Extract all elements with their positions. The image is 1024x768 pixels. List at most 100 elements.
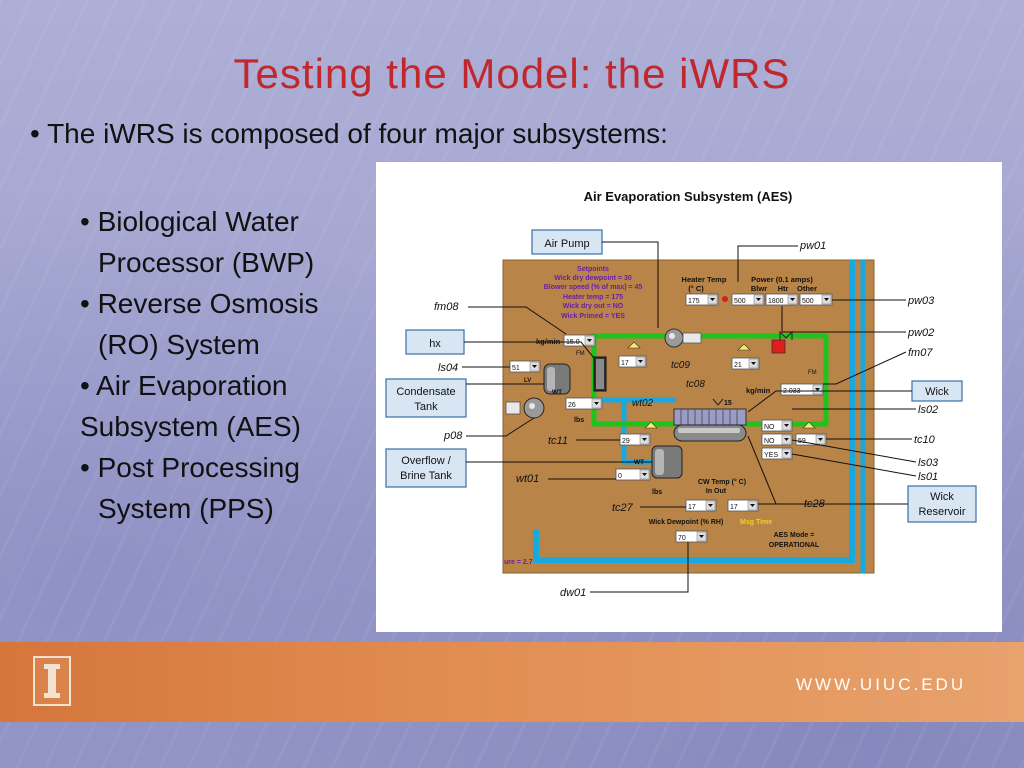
tc28-value: 17 (730, 504, 738, 511)
svg-text:Brine Tank: Brine Tank (400, 470, 452, 482)
ls01-tag: ls01 (918, 471, 938, 483)
subsystem-pps-line1: • Post Processing (80, 452, 300, 483)
dw01-field[interactable]: 70 (675, 530, 708, 543)
footer-band (0, 642, 1024, 722)
power-htr-field[interactable]: 1800 (765, 293, 799, 306)
temp-sensor-icon (627, 341, 641, 349)
pw03-tag: pw03 (907, 295, 935, 307)
wt02-value: 26 (568, 402, 576, 409)
wt-tag: WT (552, 389, 562, 396)
power-col-other: Other (797, 284, 817, 293)
heater-temp-unit: (° C) (688, 284, 704, 293)
power-blwr-field[interactable]: 500 (731, 293, 765, 306)
subsystem-bwp-line2: Processor (BWP) (98, 247, 315, 278)
ls03-field[interactable]: NO (761, 433, 793, 446)
ls04-field[interactable]: 51 (509, 360, 541, 373)
aes-diagram: Air Evaporation Subsystem (AES) Setpoint… (376, 162, 1002, 632)
power-label: Power (0.1 amps) (751, 275, 813, 284)
pw01-tag: pw01 (799, 240, 826, 252)
power-other-field[interactable]: 500 (799, 293, 833, 306)
lv-tag: LV (524, 378, 531, 384)
cw-temp-label: CW Temp (° C) (698, 478, 746, 486)
air-pump-callout: Air Pump (531, 229, 603, 255)
tc11-value: 29 (622, 438, 630, 445)
fm07-tag: fm07 (908, 347, 933, 359)
tc27-field[interactable]: 17 (685, 499, 717, 512)
setpoints-heading: Setpoints (577, 266, 609, 273)
ls02-field[interactable]: NO (761, 419, 793, 432)
diagram-title: Air Evaporation Subsystem (AES) (584, 189, 793, 204)
ls02-tag: ls02 (918, 404, 938, 416)
heater-temp-field[interactable]: 175 (685, 293, 719, 306)
svg-text:Condensate: Condensate (396, 386, 455, 398)
wt01-field[interactable]: 0 (615, 468, 651, 481)
tc11-field[interactable]: 29 (619, 433, 651, 446)
ls01-value: YES (764, 452, 778, 459)
subsystem-ro-line1: • Reverse Osmosis (80, 288, 319, 319)
fm07-field[interactable]: 2.033 (780, 383, 824, 396)
subsystem-bwp-line1: • Biological Water (80, 206, 299, 237)
svg-text:Air Pump: Air Pump (544, 238, 589, 250)
tc09-right-field[interactable]: 21 (731, 357, 760, 370)
wt02-field[interactable]: 26 (565, 397, 603, 410)
power-other-value: 500 (802, 298, 814, 305)
wick-reservoir-callout: Wick Reservoir (907, 485, 977, 523)
tc09-left-field[interactable]: 17 (618, 355, 647, 368)
dw01-tag: dw01 (560, 587, 586, 599)
fm08-tag: fm08 (434, 301, 459, 313)
wt02-unit: lbs (574, 417, 584, 424)
heater-status-indicator (722, 296, 728, 302)
wick-callout: Wick (911, 380, 963, 402)
tc27-tag: tc27 (612, 502, 634, 514)
condensate-tank-callout: Condensate Tank (385, 378, 467, 418)
power-blwr-value: 500 (734, 298, 746, 305)
subsystem-aes-line2: Subsystem (AES) (80, 411, 301, 442)
tc27-value: 17 (688, 504, 696, 511)
power-col-blwr: Blwr (751, 284, 767, 293)
svg-text:Overflow /: Overflow / (401, 455, 451, 467)
setpoint-wick-dry-dewpoint: Wick dry dewpoint = 30 (554, 275, 632, 282)
fm08-field[interactable]: 15.0 (563, 334, 596, 347)
subsystem-pps-line2: System (PPS) (98, 493, 274, 524)
dw01-value: 70 (678, 535, 686, 542)
power-col-htr: Htr (778, 284, 789, 293)
overflow-tank-callout: Overflow / Brine Tank (385, 448, 467, 488)
ls03-value: NO (764, 438, 775, 445)
fm07-small-tag: FM (808, 370, 817, 376)
setpoint-wick-primed: Wick Primed = YES (561, 313, 625, 320)
wick-icon (673, 408, 747, 426)
setpoint-heater-temp: Heater temp = 175 (563, 294, 623, 301)
svg-text:Reservoir: Reservoir (918, 506, 965, 518)
tc11-tag: tc11 (548, 435, 568, 447)
slide-title: Testing the Model: the iWRS (233, 50, 791, 97)
heater-icon (771, 339, 786, 354)
tc09-tag: tc09 (671, 360, 690, 371)
ls03-tag: ls03 (918, 457, 939, 469)
temp-sensor-icon (737, 343, 751, 351)
temp-sensor-icon (644, 421, 658, 429)
wt02-tag: wt02 (632, 398, 654, 409)
wick-dewpoint-label: Wick Dewpoint (% RH) (649, 519, 724, 526)
wick-flow-fifteen: 15 (724, 400, 732, 407)
hx-callout: hx (405, 329, 465, 355)
power-htr-value: 1800 (768, 298, 784, 305)
msg-time-label: Msg Time (740, 519, 772, 526)
ls01-field[interactable]: YES (761, 447, 793, 460)
pw02-tag: pw02 (907, 327, 934, 339)
aes-mode-label: AES Mode = (774, 532, 815, 539)
cw-in-out-label: In Out (706, 488, 727, 495)
tc28-field[interactable]: 17 (727, 499, 759, 512)
tc28-tag: tc28 (804, 498, 826, 510)
fm07-unit: kg/min (746, 386, 771, 395)
fm08-small-tag: FM (576, 351, 585, 357)
svg-text:Wick: Wick (930, 491, 954, 503)
aes-mode-value: OPERATIONAL (769, 542, 820, 549)
setpoint-blower-speed: Blower speed (% of max) = 45 (544, 284, 643, 291)
heater-temp-label: Heater Temp (682, 275, 727, 284)
footer-url[interactable]: WWW.UIUC.EDU (796, 675, 967, 694)
wt01-unit: lbs (652, 489, 662, 496)
intro-bullet: • The iWRS is composed of four major sub… (30, 118, 668, 149)
wt01-tag: wt01 (516, 473, 539, 485)
wt01-value: 0 (618, 473, 622, 480)
svg-text:hx: hx (429, 338, 441, 350)
